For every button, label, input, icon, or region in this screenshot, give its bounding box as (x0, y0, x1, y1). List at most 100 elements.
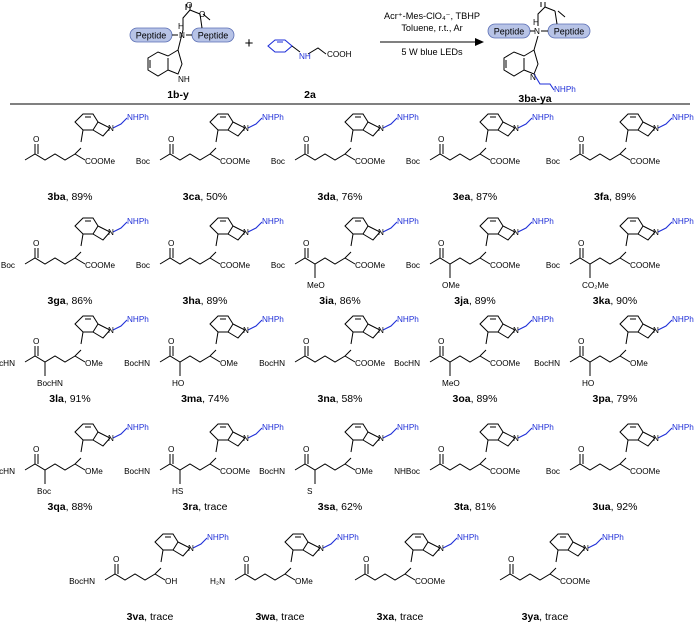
compound-caption: 3ba, 89% (48, 191, 93, 203)
c-terminus: OMe (220, 359, 238, 368)
c-terminus: OMe (85, 467, 103, 476)
peptide-backbone (569, 248, 631, 265)
n-protecting-group: Boc (271, 157, 285, 166)
product-h-atom: H (533, 18, 539, 27)
indole-ring (344, 423, 381, 453)
c-terminus: COOMe (220, 157, 250, 166)
carbonyl-o-atom: O (578, 239, 584, 248)
aminomethyl-arm (517, 319, 533, 331)
compound-caption: 3ea, 87% (453, 191, 497, 203)
compound-caption: 3pa, 79% (593, 393, 638, 405)
carbonyl-o-atom: O (438, 135, 444, 144)
indole-n-atom: N (513, 326, 519, 335)
aminomethyl-arm (382, 427, 398, 439)
compound-id: 3ma (181, 393, 202, 405)
compound-id: 3ga (48, 295, 66, 307)
nhph-atom: NHPh (602, 533, 624, 542)
carbonyl-o-atom: O (33, 445, 39, 454)
peptide-backbone (294, 144, 356, 161)
compound-yield: , 86% (334, 295, 361, 307)
indole-ring (344, 315, 381, 345)
nh-atom: N (179, 31, 185, 40)
indole-n-atom: N (378, 228, 384, 237)
indole-ring (74, 315, 111, 345)
compound-yield: , 62% (335, 501, 362, 513)
reactant-2-label: 2a (304, 89, 316, 101)
peptide-backbone (569, 144, 631, 161)
side-chain-group: HO (172, 379, 184, 388)
peptide-backbone (24, 454, 86, 471)
compound-id: 3qa (48, 501, 66, 513)
indole-ring (479, 217, 516, 247)
compound-caption: 3da, 76% (318, 191, 363, 203)
peptide-backbone (159, 346, 221, 363)
compound-id: 3fa (594, 191, 609, 203)
carbonyl-o-atom: O (168, 445, 174, 454)
compound-yield: , 74% (202, 393, 229, 405)
carbonyl-o-atom: O (578, 445, 584, 454)
compound-caption: 3ya, trace (522, 611, 569, 623)
side-chain-group: BocHN (37, 379, 63, 388)
peptide-backbone (429, 248, 491, 265)
aminomethyl-arm (382, 319, 398, 331)
indole-ring (479, 315, 516, 345)
condition-solvent: Toluene, r.t., Ar (401, 23, 462, 33)
n-protecting-group: Boc (406, 261, 420, 270)
nhph-atom: NHPh (127, 423, 149, 432)
c-terminus: OMe (355, 467, 373, 476)
compound-yield: , trace (144, 611, 173, 623)
nhph-atom: NHPh (532, 217, 554, 226)
compound-id: 3ta (454, 501, 469, 513)
c-terminus: COOMe (355, 261, 385, 270)
compound-caption: 3na, 58% (318, 393, 363, 405)
indole-ring (74, 217, 111, 247)
c-terminus: COOMe (355, 359, 385, 368)
indole-n-atom: N (653, 124, 659, 133)
nhph-atom: NHPh (397, 113, 419, 122)
c-terminus: COOMe (220, 261, 250, 270)
nhph-atom: NHPh (397, 315, 419, 324)
aminomethyl-arm (247, 319, 263, 331)
nhph-atom: NHPh (262, 113, 284, 122)
carbonyl-o-atom: O (33, 239, 39, 248)
indole-ring (209, 423, 246, 453)
nhph-atom: NHPh (262, 423, 284, 432)
indole-n-atom: N (653, 228, 659, 237)
nhph-atom: NHPh (127, 315, 149, 324)
compound-yield: , 50% (200, 191, 227, 203)
product-indole-n-atom: N (530, 73, 536, 82)
side-chain-group: MeO (442, 379, 460, 388)
compound-caption: 3xa, trace (377, 611, 424, 623)
compound-yield: , trace (394, 611, 423, 623)
n-protecting-group: BocHN (124, 359, 150, 368)
compound-yield: , 58% (336, 393, 363, 405)
peptide-backbone (569, 454, 631, 471)
aminomethyl-arm (657, 117, 673, 129)
indole-ring (404, 533, 441, 563)
indole-n-atom: N (108, 326, 114, 335)
carbonyl-o-atom: O (438, 445, 444, 454)
peptide-backbone (104, 564, 166, 581)
compound-caption: 3qa, 88% (48, 501, 93, 513)
peptide-backbone (159, 144, 221, 161)
n-protecting-group: BocHN (534, 359, 560, 368)
indole-n-atom: N (108, 228, 114, 237)
compound-caption: 3la, 91% (49, 393, 90, 405)
compound-3la: NNHPhOBocHNOMeBocHN3la, 91% (0, 315, 149, 405)
indole-n-atom: N (243, 124, 249, 133)
n-protecting-group: Boc (271, 261, 285, 270)
peptide-backbone (159, 454, 221, 471)
n-protecting-group: BocHN (394, 359, 420, 368)
n-protecting-group: BocHN (259, 359, 285, 368)
reactant-1b-y: Peptide Peptide N H O O NH 1b-y (129, 1, 235, 101)
c-terminus: OH (165, 577, 177, 586)
indole-ring (209, 315, 246, 345)
